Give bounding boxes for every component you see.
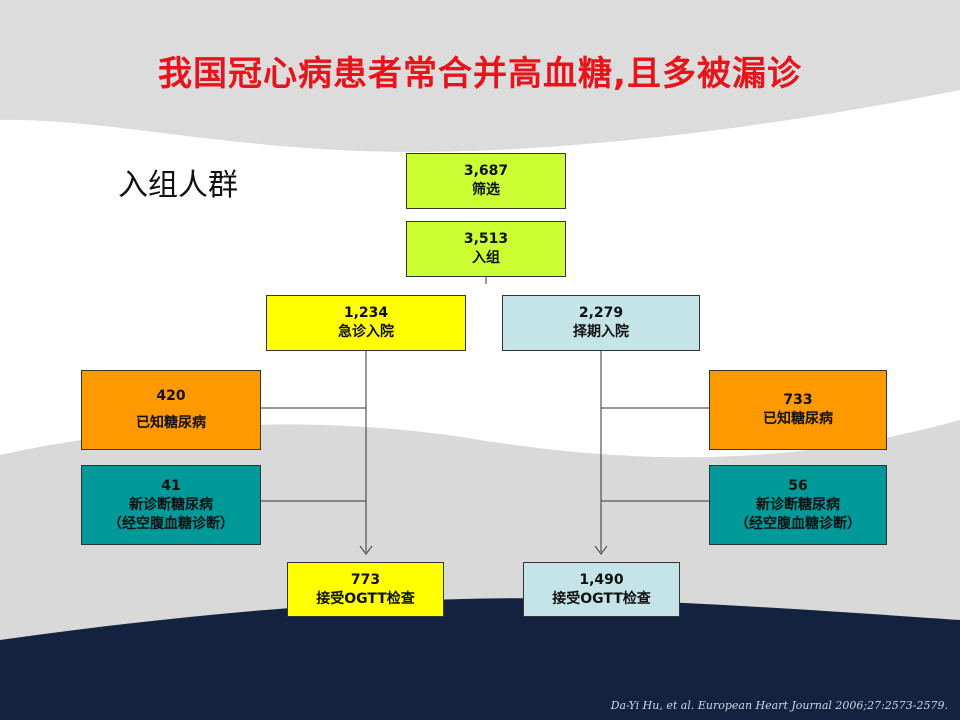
- box-ogtt-left: 773 接受OGTT检查: [287, 562, 444, 617]
- new-dm-right-label: 新诊断糖尿病: [756, 496, 840, 513]
- citation: Da-Yi Hu, et al. European Heart Journal …: [610, 699, 948, 712]
- slide-title: 我国冠心病患者常合并高血糖,且多被漏诊: [158, 54, 802, 94]
- box-ogtt-right: 1,490 接受OGTT检查: [523, 562, 680, 617]
- emergency-number: 1,234: [343, 305, 389, 321]
- box-new-diabetes-left: 41 新诊断糖尿病 （经空腹血糖诊断）: [81, 465, 261, 545]
- box-enrolled: 3,513 入组: [406, 221, 566, 277]
- known-dm-left-number: 420: [156, 388, 186, 404]
- box-screening: 3,687 筛选: [406, 153, 566, 209]
- slide-subtitle: 入组人群: [118, 168, 238, 203]
- new-dm-right-number: 56: [788, 477, 808, 494]
- box-elective-admission: 2,279 择期入院: [502, 295, 700, 351]
- new-dm-left-number: 41: [161, 477, 181, 494]
- elective-number: 2,279: [578, 305, 624, 321]
- new-dm-right-note: （经空腹血糖诊断）: [735, 515, 861, 532]
- ogtt-right-number: 1,490: [579, 571, 624, 588]
- enrolled-label: 入组: [472, 250, 500, 266]
- new-dm-left-label: 新诊断糖尿病: [129, 496, 213, 513]
- box-known-diabetes-left: 420 已知糖尿病: [81, 370, 261, 450]
- box-emergency-admission: 1,234 急诊入院: [266, 295, 466, 351]
- navy-footer: [0, 598, 960, 720]
- known-dm-left-label: 已知糖尿病: [136, 415, 206, 431]
- known-dm-right-number: 733: [783, 392, 813, 408]
- elective-label: 择期入院: [573, 324, 629, 340]
- enrolled-number: 3,513: [463, 231, 509, 247]
- box-known-diabetes-right: 733 已知糖尿病: [709, 370, 887, 450]
- screening-label: 筛选: [472, 182, 500, 198]
- screening-number: 3,687: [463, 163, 509, 179]
- known-dm-right-label: 已知糖尿病: [763, 411, 833, 427]
- emergency-label: 急诊入院: [338, 324, 394, 340]
- top-gray-wave: [0, 0, 960, 152]
- ogtt-right-label: 接受OGTT检查: [552, 590, 651, 607]
- box-new-diabetes-right: 56 新诊断糖尿病 （经空腹血糖诊断）: [709, 465, 887, 545]
- ogtt-left-number: 773: [350, 571, 381, 588]
- new-dm-left-note: （经空腹血糖诊断）: [108, 515, 234, 532]
- ogtt-left-label: 接受OGTT检查: [316, 590, 415, 607]
